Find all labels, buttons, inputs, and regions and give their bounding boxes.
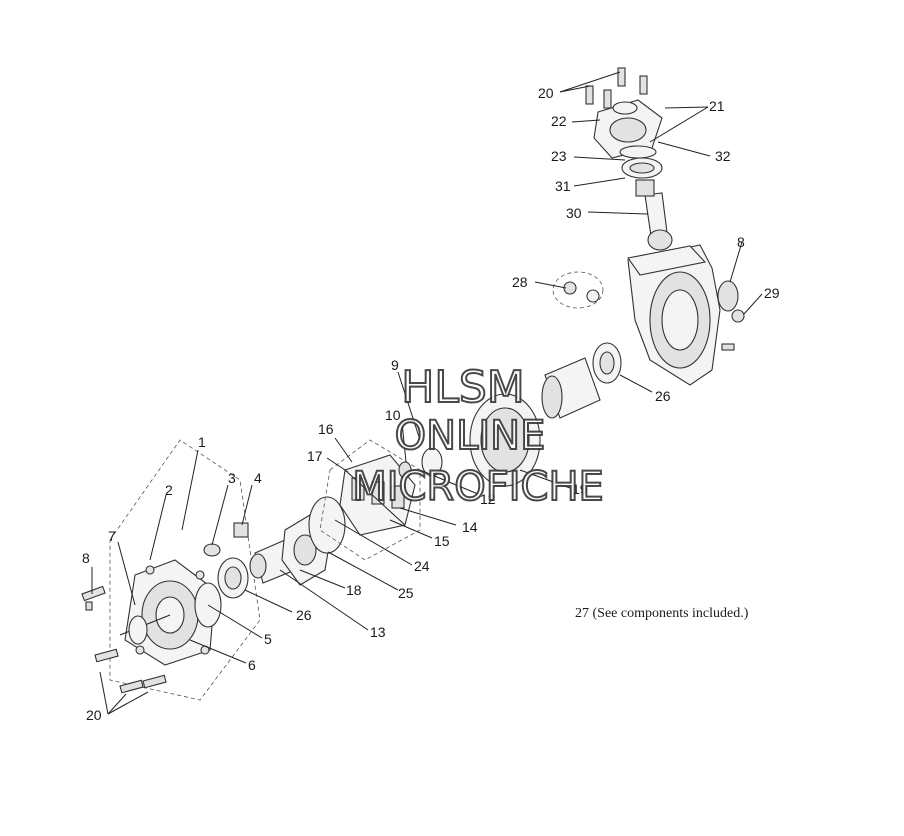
callout-16: 16 xyxy=(318,421,334,437)
callout-15: 15 xyxy=(434,533,450,549)
front-cover xyxy=(109,439,261,701)
components-note: 27 (See components included.) xyxy=(575,606,749,621)
callout-26-left: 26 xyxy=(296,607,312,623)
callout-7: 7 xyxy=(108,528,116,544)
callout-1: 1 xyxy=(198,434,206,450)
sun-gear-12 xyxy=(398,447,443,479)
callout-29: 29 xyxy=(764,285,780,301)
callout-21: 21 xyxy=(709,98,725,114)
planet-carrier xyxy=(319,439,421,561)
ring-25 xyxy=(308,496,346,554)
callout-22: 22 xyxy=(551,113,567,129)
callout-20-top: 20 xyxy=(538,85,554,101)
callout-10: 10 xyxy=(385,407,401,423)
callout-25: 25 xyxy=(398,585,414,601)
callout-28: 28 xyxy=(512,274,528,290)
callout-23: 23 xyxy=(551,148,567,164)
watermark-line-1: HLSM xyxy=(401,362,525,413)
leader-lines xyxy=(91,71,763,715)
gearcase-housing xyxy=(627,244,745,386)
bearing-26-right xyxy=(592,342,622,384)
callout-24: 24 xyxy=(414,558,430,574)
callout-8-left: 8 xyxy=(82,550,90,566)
callout-26-right: 26 xyxy=(655,388,671,404)
callout-9: 9 xyxy=(391,357,399,373)
callout-19: 19 xyxy=(572,481,588,497)
callout-labels: 1 2 3 4 5 6 7 8 8 9 10 12 13 14 15 16 17… xyxy=(82,85,780,723)
small-parts-3-4 xyxy=(203,522,249,557)
callout-2: 2 xyxy=(165,482,173,498)
callout-12: 12 xyxy=(480,491,496,507)
pinion-shaft-30 xyxy=(644,192,673,251)
callout-20-bottom: 20 xyxy=(86,707,102,723)
parts-28 xyxy=(552,271,604,309)
sleeve xyxy=(541,357,601,419)
callout-30: 30 xyxy=(566,205,582,221)
watermark: HLSM ONLINE MICROFICHE xyxy=(351,361,605,511)
bearing-31 xyxy=(621,157,663,197)
callout-4: 4 xyxy=(254,470,262,486)
watermark-line-2: ONLINE xyxy=(395,413,546,459)
bearing-26-left xyxy=(217,557,249,599)
callout-8-right: 8 xyxy=(737,234,745,250)
callout-3: 3 xyxy=(228,470,236,486)
callout-17: 17 xyxy=(307,448,323,464)
callout-5: 5 xyxy=(264,631,272,647)
ring-gear-19 xyxy=(469,393,541,487)
callout-14: 14 xyxy=(462,519,478,535)
callout-31: 31 xyxy=(555,178,571,194)
callout-32: 32 xyxy=(715,148,731,164)
top-cover xyxy=(593,99,663,159)
callout-13: 13 xyxy=(370,624,386,640)
callout-18: 18 xyxy=(346,582,362,598)
watermark-line-3: MICROFICHE xyxy=(352,464,604,510)
cover-bolts xyxy=(81,585,167,694)
callout-6: 6 xyxy=(248,657,256,673)
